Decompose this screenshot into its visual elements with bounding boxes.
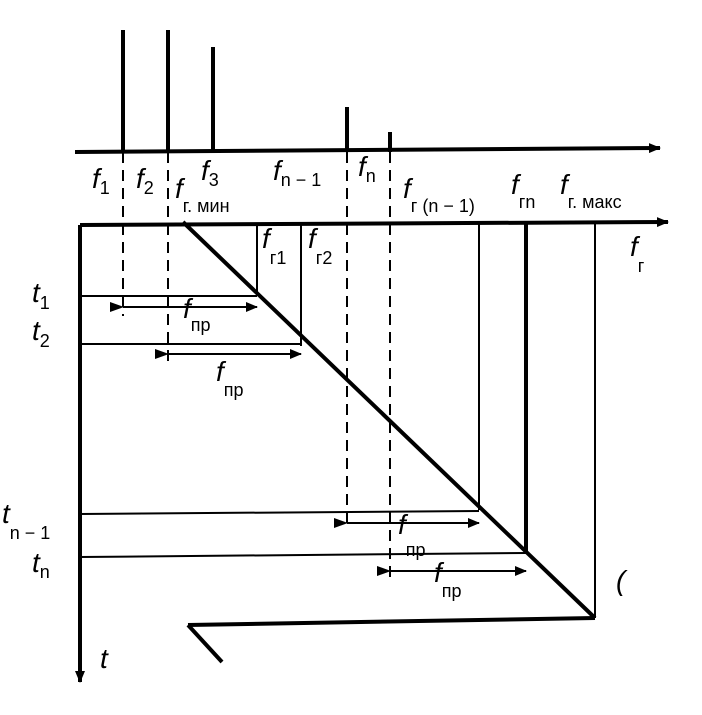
spectrum-axis xyxy=(74,143,661,154)
label-t-axis: t xyxy=(100,643,109,674)
label-f3: f3 xyxy=(201,155,219,190)
end-mark: ( xyxy=(616,565,628,596)
label-tn1: tn − 1 xyxy=(2,498,50,543)
sweep-return-line xyxy=(187,616,596,627)
label-t1: t1 xyxy=(32,277,50,313)
tn1-time-line xyxy=(79,510,480,515)
label-fg1: fг1 xyxy=(262,223,286,268)
label-fpr-3: fпр xyxy=(398,509,426,560)
label-fpr-4: fпр xyxy=(434,557,462,601)
label-fg-max: fг. макс xyxy=(560,169,622,212)
label-fg2: fг2 xyxy=(308,223,332,268)
label-fg-n: fгn xyxy=(511,169,535,212)
sweep-return-tail xyxy=(186,623,224,664)
label-f2: f2 xyxy=(136,163,154,198)
label-tn: tn xyxy=(32,547,50,582)
label-fg-min: fг. мин xyxy=(175,173,230,216)
label-fn1: fn − 1 xyxy=(273,155,321,190)
generator-frequency-axis xyxy=(79,217,669,228)
tn-time-line xyxy=(79,552,527,558)
label-fpr-1: fпр xyxy=(183,293,211,335)
label-t2: t2 xyxy=(32,315,50,351)
label-fn: fn xyxy=(358,151,376,186)
label-fg-n1: fг (n − 1) xyxy=(403,173,475,216)
label-f1: f1 xyxy=(92,163,110,198)
label-fg-axis: fг xyxy=(630,231,645,276)
label-fpr-2: fпр xyxy=(216,356,244,400)
